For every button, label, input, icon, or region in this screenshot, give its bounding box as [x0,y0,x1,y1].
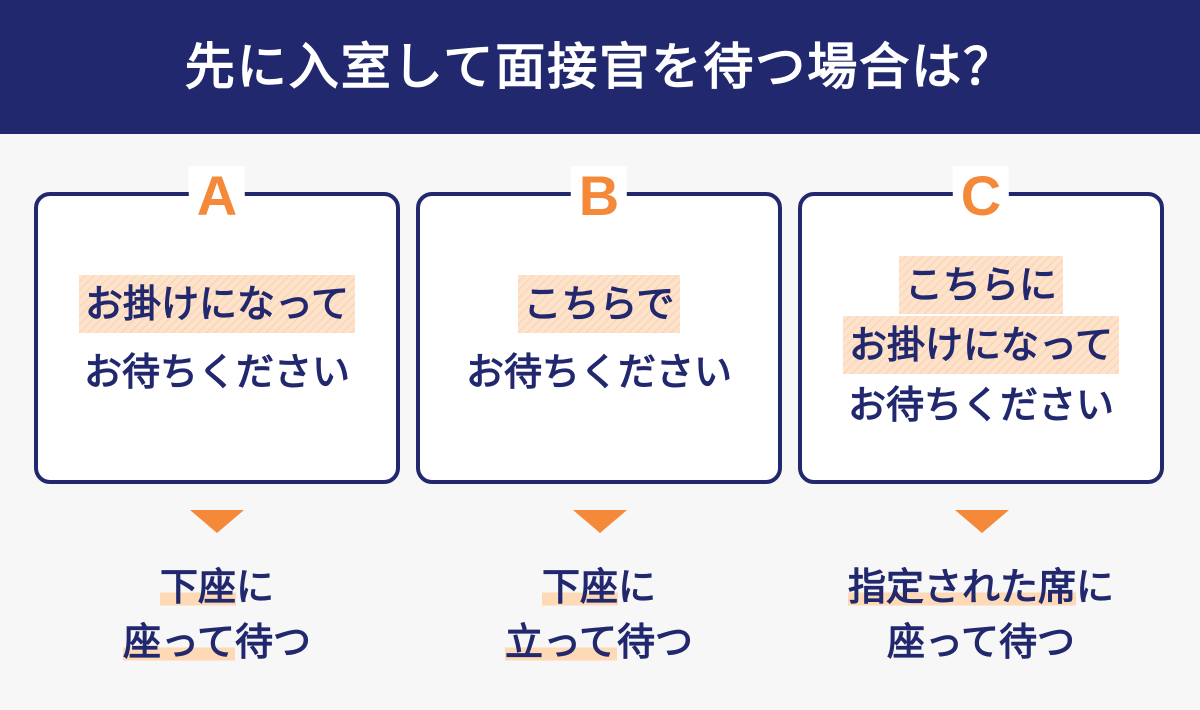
option-card-b: B こちらで お待ちください [416,166,782,484]
result-c: 指定された席に 座って待つ [798,560,1164,670]
result-b-line-2: 立って待つ [504,620,694,664]
result-a-line-2: 座って待つ [122,620,312,664]
down-arrow-icon-b [573,510,627,533]
page-title: 先に入室して面接官を待つ場合は？ [184,38,1016,96]
result-c-line-2: 座って待つ [886,620,1076,664]
option-card-c: C こちらに お掛けになって お待ちください [798,166,1164,484]
option-letter-b: B [570,166,628,226]
card-a-line-1: お掛けになって [78,275,356,333]
card-b-line-1: こちらで [517,275,681,333]
card-c-line-1: こちらに [898,256,1063,314]
option-card-a: A お掛けになって お待ちください [34,166,400,484]
result-a-line-1: 下座に [159,565,275,609]
title-banner: 先に入室して面接官を待つ場合は？ [0,0,1200,134]
card-b-line-2: お待ちください [465,350,732,394]
option-letter-c: C [952,166,1010,226]
card-a-line-2: お待ちください [83,350,350,394]
down-arrow-icon-a [190,510,244,533]
card-c-line-2: お掛けになって [842,316,1120,374]
result-b-line-1: 下座に [541,565,657,609]
result-c-line-1: 指定された席に [847,565,1115,609]
card-c-line-3: お待ちください [847,383,1114,427]
option-letter-a: A [188,166,246,226]
down-arrow-icon-c [955,510,1009,533]
result-b: 下座に 立って待つ [416,560,782,670]
result-a: 下座に 座って待つ [34,560,400,670]
